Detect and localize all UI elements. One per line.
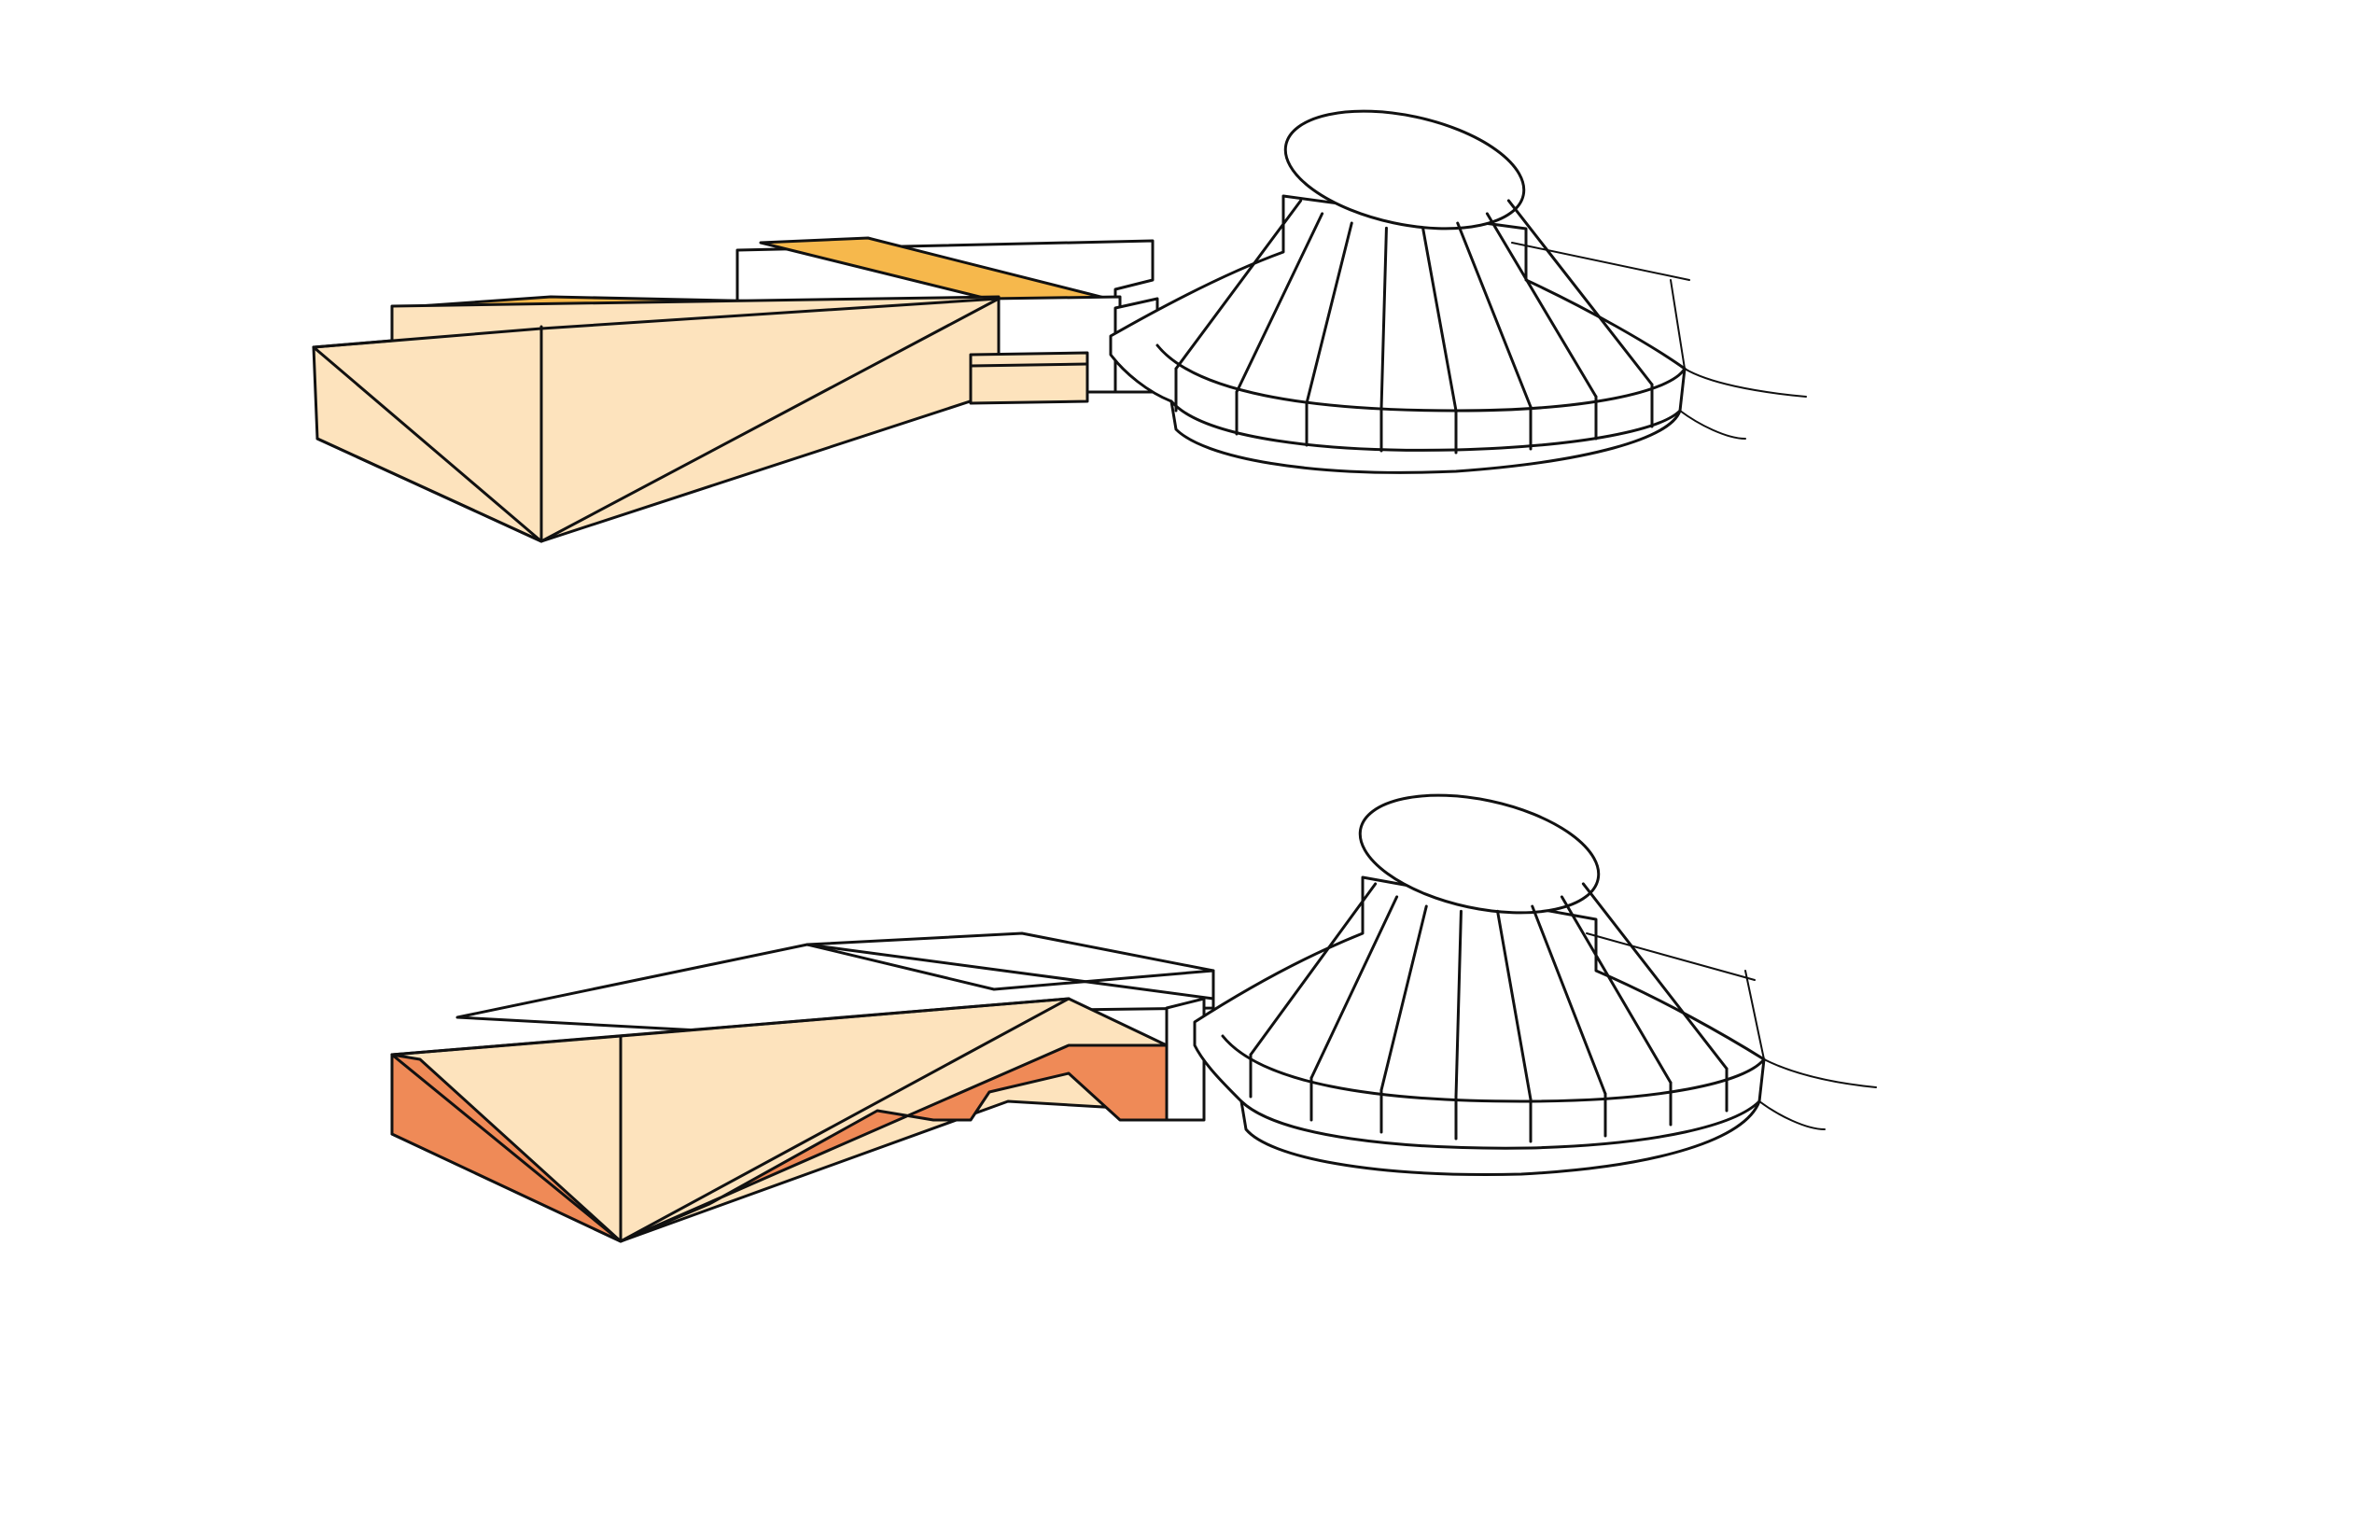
drum-rib-line <box>1305 221 1353 405</box>
bottom-connector-wing <box>1165 997 1206 1122</box>
drum-rib-line <box>1560 895 1673 1085</box>
drum-rib-line <box>1506 199 1654 386</box>
top-drum-ribs <box>1174 199 1654 455</box>
drum-rib-line <box>1174 199 1303 371</box>
drum-rib-line <box>1421 226 1458 413</box>
top-main-block <box>312 295 1001 543</box>
top-drum-pavilion <box>1109 109 1807 474</box>
drum-rib-line <box>1454 909 1463 1099</box>
bottom-drum-pavilion <box>1193 793 1877 1176</box>
drum-rib-line <box>1496 909 1533 1101</box>
drum-rib-line <box>1581 882 1729 1071</box>
drum-rib-line <box>1309 895 1399 1080</box>
drum-rib-line <box>1379 904 1428 1092</box>
bottom-drum-ribs <box>1249 882 1729 1143</box>
sketch-top-view <box>312 109 1807 543</box>
drum-rib-line <box>1249 882 1378 1057</box>
drum-rib-line <box>1456 221 1533 409</box>
bottom-main-block <box>390 997 1169 1243</box>
drum-rib-line <box>1531 904 1607 1096</box>
top-back-slab <box>735 236 1155 315</box>
sketch-bottom-view <box>390 793 1877 1243</box>
top-low-block <box>969 351 1089 405</box>
drum-rib-line <box>1235 212 1324 394</box>
drum-rib-line <box>1485 212 1598 399</box>
drum-rib-line <box>1379 226 1388 411</box>
